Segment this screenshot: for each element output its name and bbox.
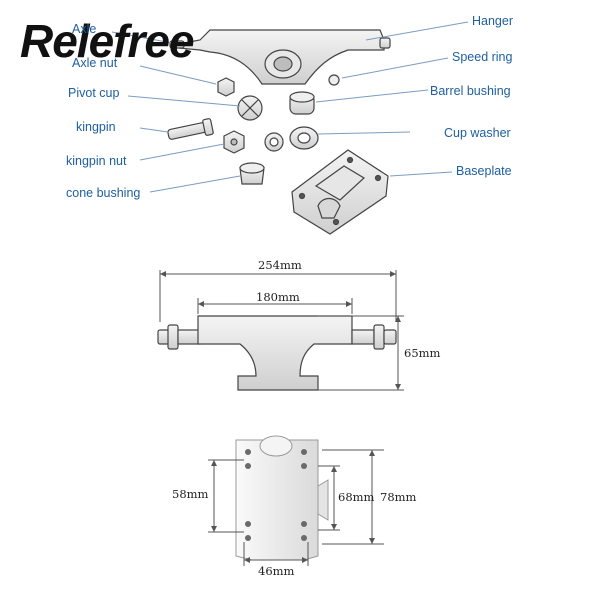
label-barrel-bushing: Barrel bushing bbox=[430, 84, 511, 98]
label-speed-ring: Speed ring bbox=[452, 50, 513, 64]
label-pivot-cup: Pivot cup bbox=[68, 86, 120, 100]
label-kingpin-nut: kingpin nut bbox=[66, 154, 127, 168]
brand-logo: Relefree bbox=[20, 15, 195, 67]
kingpin-part bbox=[167, 118, 214, 140]
axle-nut-part bbox=[217, 77, 235, 97]
dim-hanger-width: 180mm bbox=[256, 290, 300, 304]
label-cone-bushing: cone bushing bbox=[66, 186, 141, 200]
pivot-cup-part bbox=[237, 95, 263, 121]
cup-washer-part bbox=[264, 126, 319, 152]
label-cup-washer: Cup washer bbox=[444, 126, 511, 140]
dim-plate-inner: 68mm bbox=[338, 490, 375, 504]
dim-total-width: 254mm bbox=[258, 258, 302, 272]
exploded-view bbox=[167, 29, 391, 235]
cone-bushing-part bbox=[239, 162, 265, 185]
speed-ring-part bbox=[328, 74, 340, 86]
label-hanger: Hanger bbox=[472, 14, 513, 28]
label-axle-nut: Axle nut bbox=[72, 56, 118, 70]
side-view bbox=[157, 270, 404, 391]
baseplate-top-view bbox=[208, 435, 384, 566]
label-baseplate: Baseplate bbox=[456, 164, 512, 178]
dim-height: 65mm bbox=[404, 346, 441, 360]
baseplate-part bbox=[291, 149, 389, 235]
label-axle: Axle bbox=[72, 22, 97, 36]
barrel-bushing-part bbox=[289, 91, 315, 115]
label-kingpin: kingpin bbox=[76, 120, 116, 134]
hanger-part bbox=[169, 29, 391, 85]
leader-lines bbox=[111, 21, 469, 193]
dim-hole-spacing-wide: 46mm bbox=[258, 564, 295, 578]
dim-hole-spacing-long: 58mm bbox=[172, 487, 209, 501]
dim-plate-length: 78mm bbox=[380, 490, 417, 504]
